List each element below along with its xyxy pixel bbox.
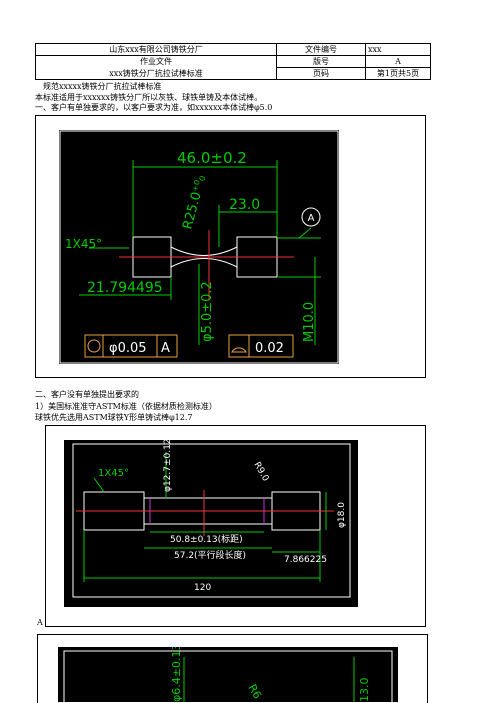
section2-heading: 二、客户没有单独提出要求的 (35, 390, 139, 399)
datum-label: A (308, 213, 315, 224)
body-line2: 本标准适用于xxxxxx铸铁分厂所以灰铁、球铁单铸及本体试棒。 (35, 93, 263, 102)
label-doc-no: 文件编号 (276, 43, 366, 56)
dim-right-3: 13.0 (358, 678, 371, 703)
dim-radius-1: R25.0⁺⁰₀ (180, 174, 209, 231)
dim-dia-1: φ5.0±0.2 (200, 281, 215, 342)
dim-right-1: 23.0 (229, 197, 260, 213)
dim-end-2: φ18.0 (337, 502, 347, 528)
section2-line2: 球铁优先选用ASTM球铁Y形单铸试棒φ12.7 (35, 413, 193, 422)
section2-line1: 1）美国标准准守ASTM标准（依据材质检测标准） (35, 402, 217, 411)
dim-left-1: 21.794495 (87, 280, 163, 296)
body-line3: 一、客户有单独要求的，以客户要求为准，如xxxxxx本体试棒φ5.0 (35, 103, 273, 112)
header-table: 山东xxx有限公司铸铁分厂 文件编号 xxx 作业文件 版号 A xxx铸铁分厂… (35, 43, 431, 80)
value-version: A (365, 55, 431, 68)
dim-total-1: 46.0±0.2 (177, 149, 247, 167)
stray-letter: A (37, 618, 43, 627)
chamfer-2: 1X45° (98, 468, 129, 479)
tol2-value: 0.02 (255, 341, 284, 356)
dim-radius-2: R9.0 (251, 461, 270, 484)
company-name: 山东xxx有限公司铸铁分厂 (35, 43, 277, 56)
body-line1: 规范xxxxx铸铁分厂抗拉试棒标准 (43, 82, 162, 91)
cad-drawing-2: 1X45° φ12.7±0.125 R9.0 φ18.0 50.8±0.13(标… (64, 440, 358, 607)
chamfer-1: 1X45° (65, 237, 102, 251)
doc-title: xxx铸铁分厂抗拉试棒标准 (35, 67, 277, 80)
tol1-datum: A (161, 341, 170, 356)
cad-drawing-1: A 46.0±0.2 23.0 R25.0⁺⁰₀ 1X45° 21.794495… (59, 130, 339, 364)
label-version: 版号 (276, 55, 366, 68)
cad-drawing-3: φ6.4±0.13 R6 13.0 (58, 647, 398, 702)
doc-type: 作业文件 (35, 55, 277, 68)
dim-left-3: φ6.4±0.13 (170, 647, 183, 702)
dim-m10: M10.0 (302, 302, 317, 342)
tol1-value: φ0.05 (109, 341, 147, 356)
dim-total-2: 120 (194, 583, 211, 593)
value-page: 第1页共5页 (365, 67, 431, 80)
label-page: 页码 (276, 67, 366, 80)
value-doc-no: xxx (365, 43, 431, 56)
dim-parallel-2: 57.2(平行段长度) (174, 549, 246, 561)
dim-gauge-2: 50.8±0.13(标距) (170, 533, 243, 545)
dim-dia-2: φ12.7±0.125 (163, 440, 173, 492)
dim-radius-3: R6 (245, 682, 264, 701)
dim-end-len-2: 7.866225 (284, 555, 327, 565)
